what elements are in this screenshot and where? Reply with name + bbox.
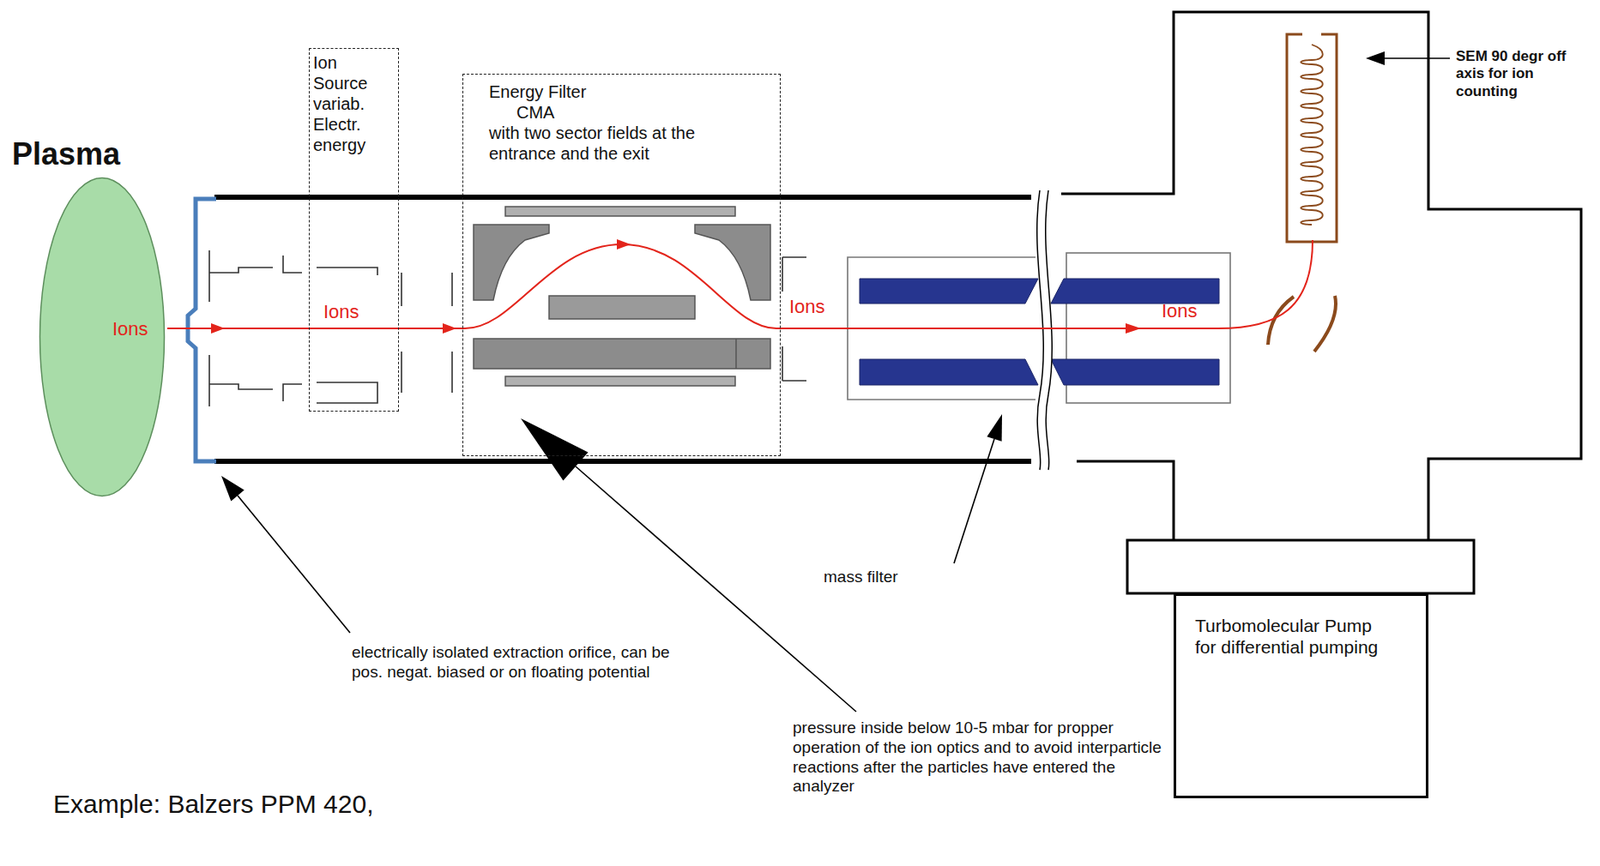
quadrupole-rods [859, 278, 1220, 386]
box-heading: Ion Source variab. Electr. energy [313, 52, 394, 156]
deflector-electrodes [1267, 295, 1336, 352]
dynode-coil [1300, 44, 1323, 225]
break-mark [1037, 190, 1053, 471]
callout-note: pressure inside below 10-5 mbar for prop… [792, 718, 1162, 797]
box-note: with two sector fields at the entrance a… [489, 122, 734, 164]
sem-dynodes [1300, 44, 1323, 225]
energy-filter-box: Energy FilterCMAwith two sector fields a… [462, 73, 781, 457]
ion-beam [167, 240, 1313, 329]
callout-note: electrically isolated extraction orifice… [351, 643, 695, 683]
part-label: mass filter [823, 567, 899, 588]
plasma-ellipse-shape [40, 178, 165, 497]
box-heading: Turbomolecular Pump for differential pum… [1195, 615, 1380, 659]
beam-label: Ions [112, 318, 149, 341]
beam-label: Ions [323, 301, 360, 324]
cma-electrodes [473, 206, 771, 387]
box-heading: Energy Filter [489, 81, 586, 103]
pump-box: Turbomolecular Pump for differential pum… [1173, 593, 1429, 799]
detector-label: SEM 90 degr off axis for ion counting [1455, 48, 1568, 101]
box-subheading: CMA [516, 102, 555, 123]
region-title: Plasma [12, 135, 121, 173]
beam-label: Ions [789, 295, 826, 319]
ion-source-box: Ion Source variab. Electr. energyIons [308, 48, 399, 412]
pump-flange [1127, 540, 1474, 594]
plasma-region: PlasmaIons [38, 176, 166, 498]
sem-housing [1286, 34, 1337, 242]
leader-arrowhead [221, 51, 1385, 502]
beam-arrowhead [211, 239, 1142, 334]
example-note: Example: Balzers PPM 420, [53, 789, 375, 821]
beam-label: Ions [1161, 300, 1198, 323]
detector-chamber [1061, 12, 1582, 541]
